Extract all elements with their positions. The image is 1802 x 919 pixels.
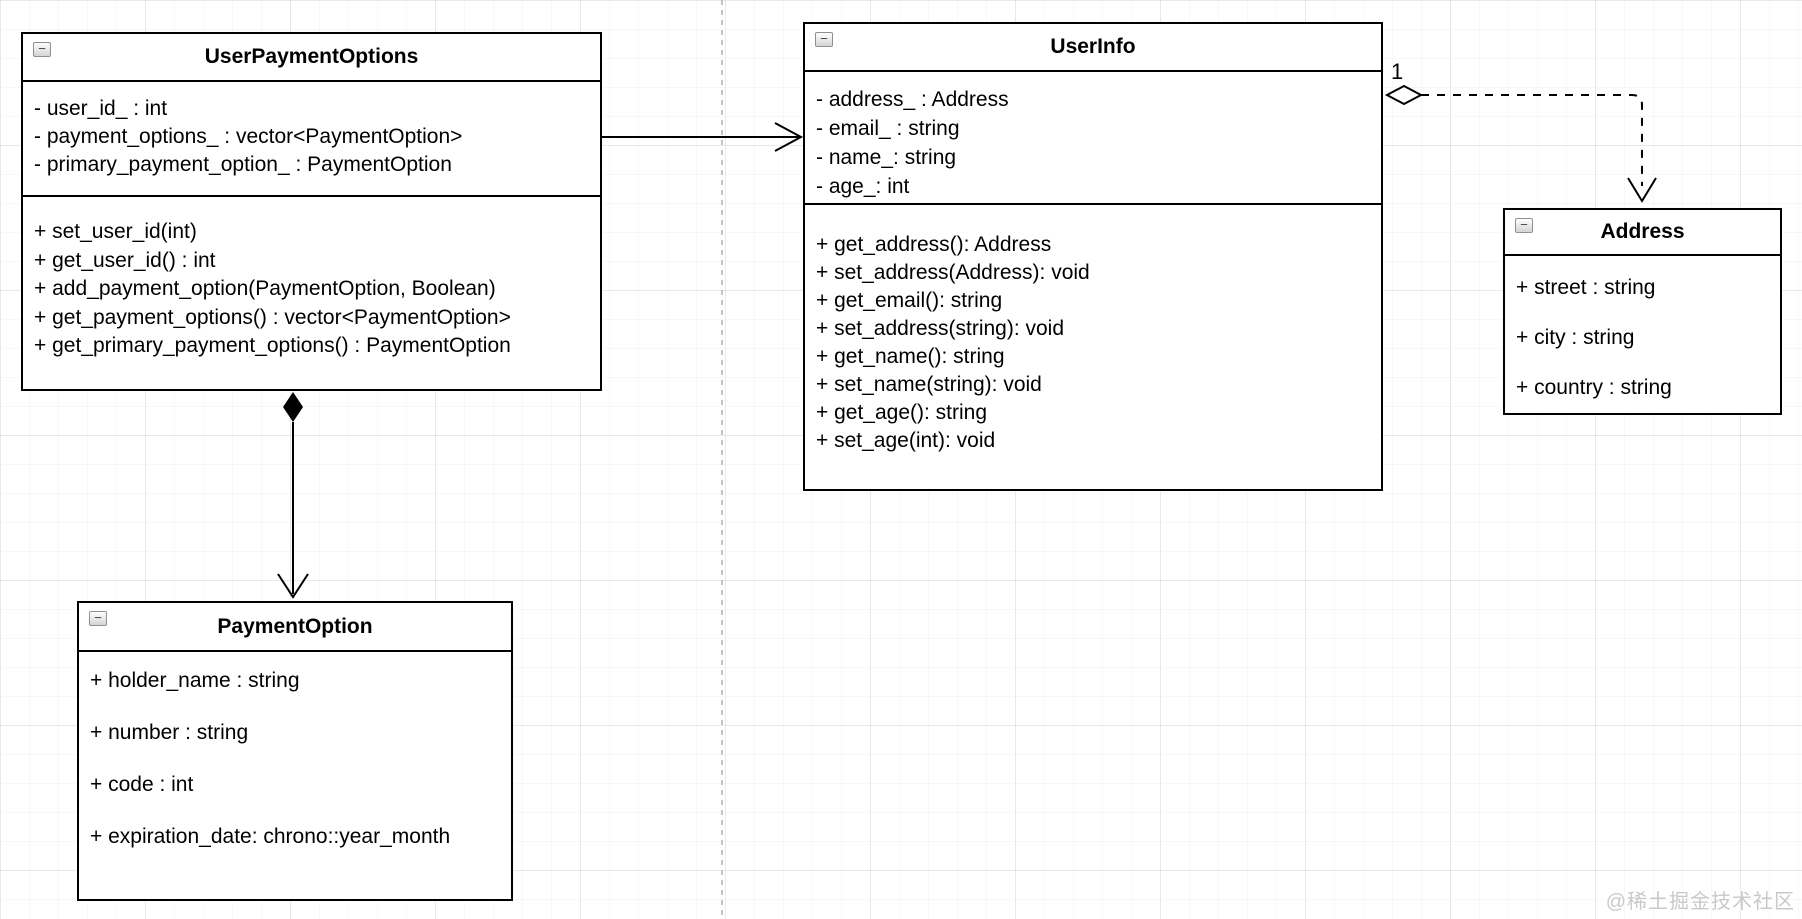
class-title: PaymentOption (79, 603, 511, 652)
member-line: - email_ : string (816, 117, 960, 140)
attribute-section: - user_id_ : int - payment_options_ : vec… (23, 82, 600, 197)
member-line: + street : string (1516, 276, 1656, 299)
member-line: - name_: string (816, 146, 957, 169)
open-arrowhead-icon (1627, 177, 1657, 203)
minus-icon[interactable]: − (89, 611, 107, 626)
attribute-section: - address_ : Address - email_ : string - n… (805, 72, 1381, 205)
member-line: + set_name(string): void (816, 373, 1042, 396)
class-box-address[interactable]: Address − + street : string + city : stri… (1503, 208, 1782, 415)
class-title: Address (1505, 210, 1780, 256)
class-title: UserInfo (805, 24, 1381, 72)
multiplicity-label: 1 (1391, 59, 1403, 84)
minus-icon[interactable]: − (33, 42, 51, 57)
member-line: + number : string (90, 721, 249, 744)
composition-connector[interactable] (277, 392, 309, 599)
member-line: + set_address(Address): void (816, 261, 1090, 284)
member-line: + get_email(): string (816, 289, 1003, 312)
member-line: - payment_options_ : vector<PaymentOptio… (34, 125, 463, 148)
member-line: - primary_payment_option_ : PaymentOptio… (34, 153, 452, 176)
minus-icon[interactable]: − (1515, 218, 1533, 233)
method-section: + set_user_id(int) + get_user_id() : int +… (23, 197, 600, 361)
minus-icon[interactable]: − (815, 32, 833, 47)
member-line: + code : int (90, 773, 194, 796)
member-line: + set_user_id(int) (34, 220, 197, 243)
member-line: + get_user_id() : int (34, 248, 216, 272)
member-line: - user_id_ : int (34, 97, 168, 120)
class-box-userinfo[interactable]: UserInfo − - address_ : Address - email_ … (803, 22, 1383, 491)
class-title: UserPaymentOptions (23, 34, 600, 82)
member-line: + add_payment_option(PaymentOption, Bool… (34, 277, 496, 300)
member-line: + country : string (1516, 376, 1672, 399)
filled-diamond-icon (283, 392, 303, 422)
member-line: + get_name(): string (816, 345, 1005, 368)
hollow-diamond-icon (1384, 84, 1424, 106)
class-box-userpaymentoptions[interactable]: UserPaymentOptions − - user_id_ : int - p… (21, 32, 602, 391)
member-line: - age_: int (816, 175, 910, 198)
member-line: + set_age(int): void (816, 429, 996, 452)
member-line: + holder_name : string (90, 669, 300, 692)
open-arrowhead-icon (774, 122, 804, 152)
method-section: + get_address(): Address + set_address(Ad… (805, 205, 1381, 455)
attribute-section: + street : string + city : string + countr… (1505, 256, 1780, 413)
member-line: - address_ : Address (816, 88, 1009, 111)
member-line: + set_address(string): void (816, 317, 1065, 340)
watermark: @稀土掘金技术社区 (1605, 891, 1795, 913)
class-box-paymentoption[interactable]: PaymentOption − + holder_name : string+ … (77, 601, 513, 901)
member-line: + expiration_date: chrono::year_month (90, 825, 451, 848)
aggregation-connector[interactable]: 1 (1384, 59, 1657, 203)
member-line: + get_address(): Address (816, 233, 1052, 256)
open-arrowhead-icon (277, 573, 309, 599)
member-line: + city : string (1516, 326, 1635, 349)
member-line: + get_primary_payment_options() : Paymen… (34, 334, 511, 357)
attribute-section: + holder_name : string + number : string +… (79, 652, 511, 863)
member-line: + get_age(): string (816, 401, 988, 424)
member-line: + get_payment_options() : vector<Payment… (34, 305, 511, 329)
association-arrow[interactable] (602, 122, 804, 152)
